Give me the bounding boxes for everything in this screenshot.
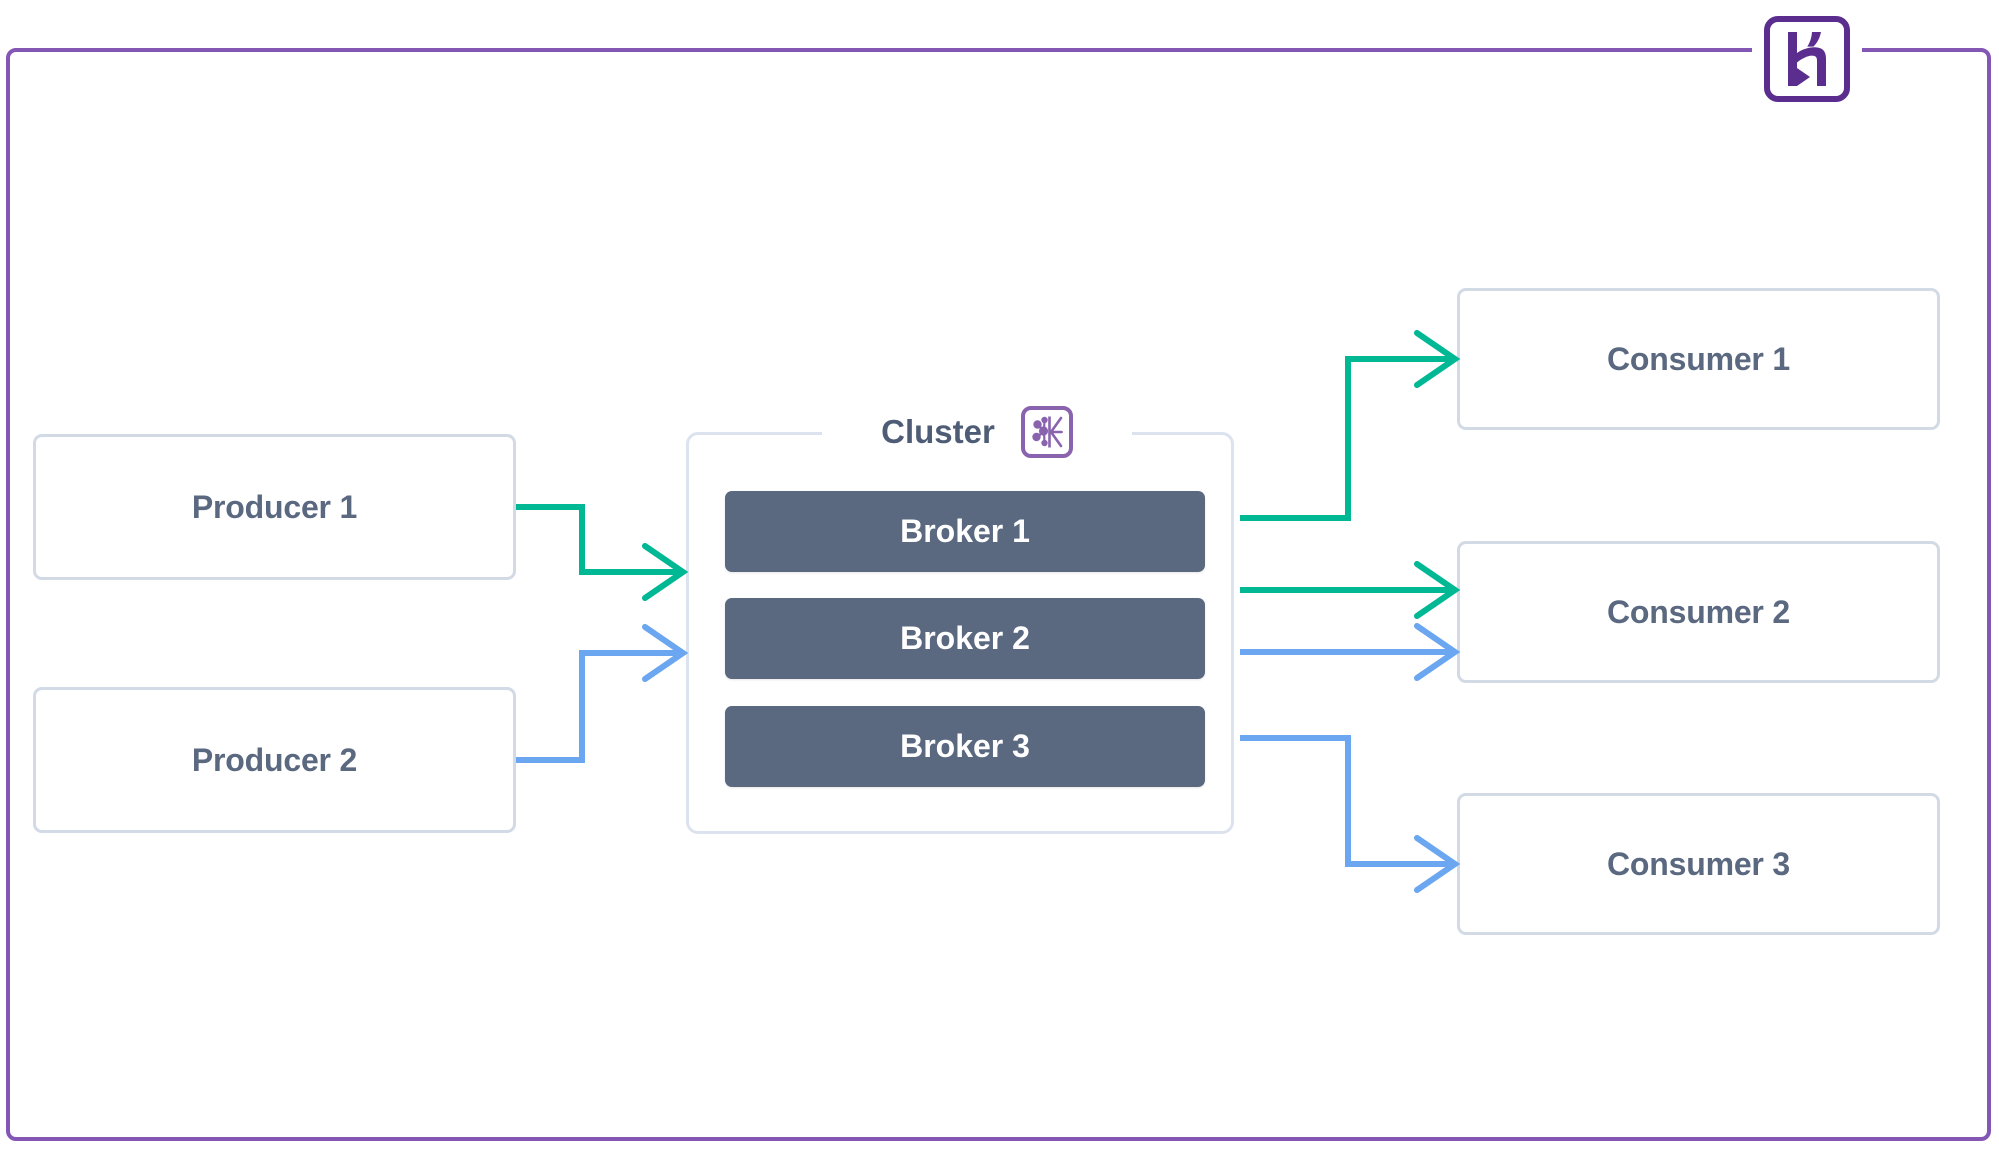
producer-1-node[interactable]: Producer 1: [33, 434, 516, 580]
broker-3-label: Broker 3: [900, 728, 1030, 764]
consumer-2-node[interactable]: Consumer 2: [1457, 541, 1940, 683]
broker-2-node[interactable]: Broker 2: [725, 598, 1205, 679]
consumer-2-label: Consumer 2: [1607, 593, 1790, 630]
cluster-legend-gap: [822, 420, 1132, 446]
producer-2-label: Producer 2: [191, 741, 358, 778]
producer-1-label: Producer 1: [191, 488, 358, 525]
consumer-1-node[interactable]: Consumer 1: [1457, 288, 1940, 430]
broker-1-label: Broker 1: [900, 513, 1030, 549]
broker-3-node[interactable]: Broker 3: [725, 706, 1205, 787]
cluster-legend: Cluster: [822, 404, 1132, 460]
broker-1-node[interactable]: Broker 1: [725, 491, 1205, 572]
consumer-3-label: Consumer 3: [1607, 845, 1790, 882]
heroku-logo-icon: [1764, 16, 1850, 102]
apache-kafka-icon: [1020, 406, 1073, 458]
broker-2-label: Broker 2: [900, 620, 1030, 656]
outer-frame: [6, 48, 1991, 1141]
cluster-title: Cluster: [881, 413, 995, 450]
producer-2-node[interactable]: Producer 2: [33, 687, 516, 833]
consumer-3-node[interactable]: Consumer 3: [1457, 793, 1940, 935]
consumer-1-label: Consumer 1: [1607, 340, 1790, 377]
